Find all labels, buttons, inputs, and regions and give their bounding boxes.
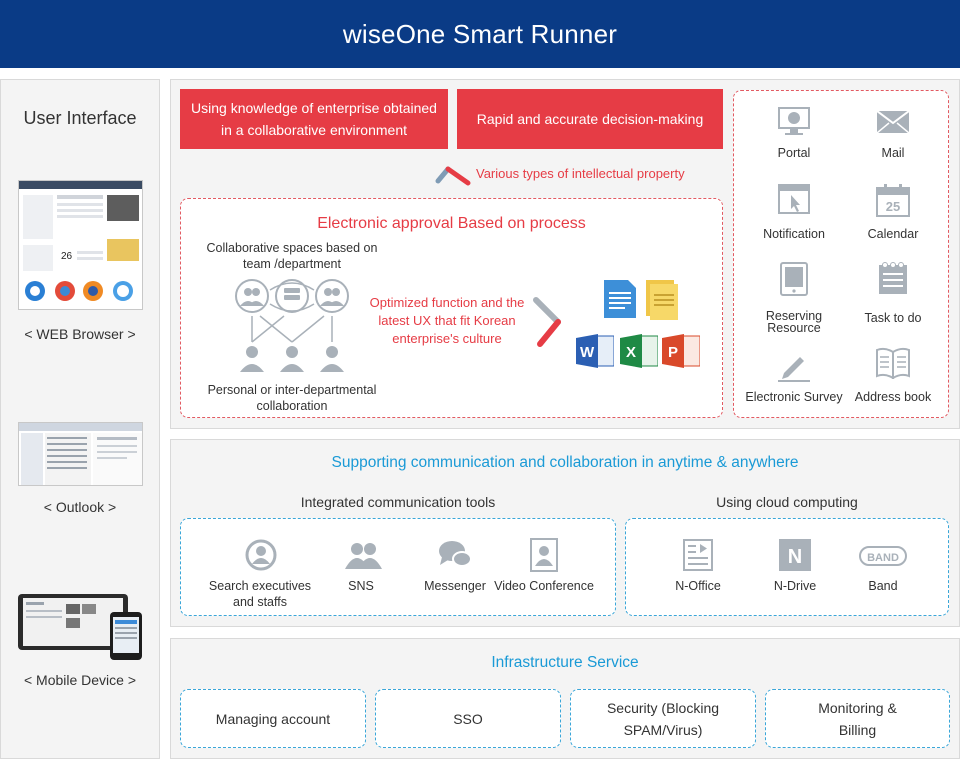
mail-label[interactable]: Mail <box>881 146 905 160</box>
optimized-ux-text: Optimized function and the latest UX tha… <box>369 295 525 346</box>
n-drive-icon[interactable]: N <box>779 539 811 571</box>
big-check-mark-icon <box>528 292 568 350</box>
pencil-icon[interactable] <box>776 347 812 383</box>
personal-collab-text: Personal or inter-departmental collabora… <box>207 383 377 413</box>
reserving-resource-label[interactable]: Reserving Resource <box>765 309 823 335</box>
band-icon[interactable]: BAND <box>859 546 907 566</box>
calendar-icon[interactable]: 25 <box>876 183 910 217</box>
check-mark-icon <box>434 161 472 187</box>
video-portrait-icon[interactable] <box>530 538 558 572</box>
n-drive-glyph: N <box>788 546 802 568</box>
managing-account-box[interactable]: Managing account <box>180 689 366 748</box>
book-icon[interactable] <box>876 347 910 380</box>
collab-spaces-text: Collaborative spaces based on team /depa… <box>206 241 378 271</box>
blue-document-icon <box>604 280 636 318</box>
cloud-computing-heading: Using cloud computing <box>716 494 858 510</box>
infrastructure-title: Infrastructure Service <box>491 654 639 671</box>
calendar-label[interactable]: Calendar <box>867 227 919 241</box>
web-date: 26 <box>61 251 73 262</box>
monitoring-billing-box[interactable]: Monitoring & Billing <box>765 689 950 748</box>
monitor-globe-icon[interactable] <box>778 107 810 137</box>
collaboration-diagram <box>230 276 354 380</box>
page-title: wiseOne Smart Runner <box>342 18 618 49</box>
integrated-tools-heading: Integrated communication tools <box>300 494 496 510</box>
powerpoint-glyph: P <box>668 344 678 361</box>
powerpoint-icon: P <box>662 334 701 368</box>
video-conference-label[interactable]: Video Conference <box>494 579 594 593</box>
notification-label[interactable]: Notification <box>763 227 825 241</box>
band-label[interactable]: Band <box>868 579 898 593</box>
messenger-label[interactable]: Messenger <box>424 579 486 593</box>
yellow-document-icon <box>646 280 680 320</box>
user-interface-panel: User Interface 26 < WEB Browser > <box>0 79 160 759</box>
excel-glyph: X <box>626 344 636 361</box>
search-executives-label[interactable]: Search executives and staffs <box>208 579 312 609</box>
people-icon[interactable] <box>344 540 382 570</box>
address-book-label[interactable]: Address book <box>854 390 932 404</box>
web-browser-label: < WEB Browser > <box>24 326 136 342</box>
user-interface-title: User Interface <box>23 108 137 128</box>
web-browser-screenshot: 26 <box>18 180 143 310</box>
task-to-do-label[interactable]: Task to do <box>864 311 922 325</box>
n-drive-label[interactable]: N-Drive <box>773 579 817 593</box>
envelope-icon[interactable] <box>876 110 910 134</box>
page-header: wiseOne Smart Runner <box>0 0 960 68</box>
mobile-device-label: < Mobile Device > <box>23 672 137 688</box>
window-cursor-icon[interactable] <box>778 184 810 214</box>
excel-icon: X <box>620 334 659 368</box>
word-icon: W <box>576 334 615 368</box>
tablet-icon[interactable] <box>780 262 808 296</box>
document-play-icon[interactable] <box>683 539 713 571</box>
calendar-badge: 25 <box>886 199 900 214</box>
approval-title: Electronic approval Based on process <box>317 215 586 232</box>
person-circle-icon[interactable] <box>245 539 277 571</box>
chat-bubbles-icon[interactable] <box>438 539 472 571</box>
intellectual-property-text: Various types of intellectual property <box>476 166 685 181</box>
sso-box[interactable]: SSO <box>375 689 561 748</box>
decision-box: Rapid and accurate decision-making <box>457 89 723 149</box>
notepad-icon[interactable] <box>878 261 908 295</box>
electronic-survey-label[interactable]: Electronic Survey <box>745 390 843 404</box>
sns-label[interactable]: SNS <box>348 579 374 593</box>
outlook-label: < Outlook > <box>43 499 117 515</box>
band-glyph: BAND <box>867 552 899 564</box>
n-office-label[interactable]: N-Office <box>675 579 721 593</box>
security-box[interactable]: Security (Blocking SPAM/Virus) <box>570 689 756 748</box>
portal-label[interactable]: Portal <box>777 146 811 160</box>
knowledge-box: Using knowledge of enterprise obtained i… <box>180 89 448 149</box>
outlook-screenshot <box>18 422 143 486</box>
apps-box <box>733 90 949 418</box>
communication-title: Supporting communication and collaborati… <box>331 454 799 471</box>
word-glyph: W <box>580 344 595 361</box>
mobile-device-screenshot <box>18 592 143 662</box>
